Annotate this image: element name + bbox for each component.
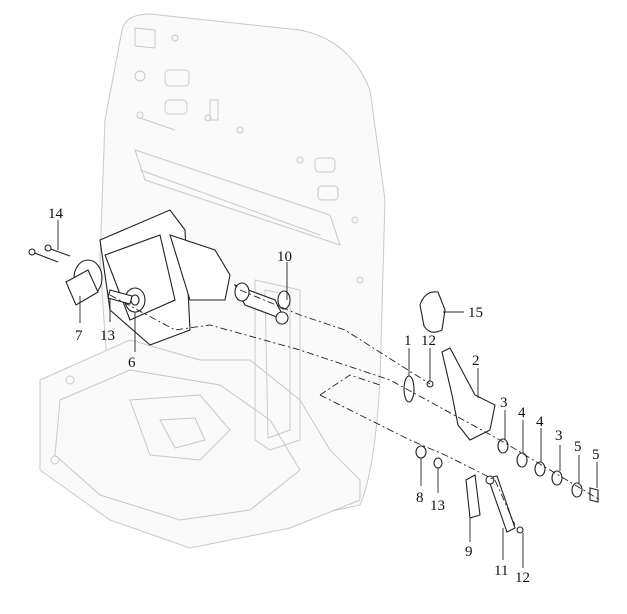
- left-mechanism: [28, 209, 231, 346]
- callout-13: 13: [100, 328, 115, 344]
- callout-8: 8: [416, 490, 424, 506]
- callout-1: 1: [404, 333, 412, 349]
- callout-4: 4: [518, 405, 526, 421]
- callout-6: 6: [128, 355, 136, 371]
- callout-3: 3: [555, 428, 563, 444]
- callout-5: 5: [592, 447, 600, 463]
- callout-9: 9: [465, 544, 473, 560]
- callout-7: 7: [75, 328, 83, 344]
- pivot-assembly: [233, 282, 291, 325]
- callout-4: 4: [536, 414, 544, 430]
- callout-14: 14: [48, 206, 64, 222]
- callout-15: 15: [468, 305, 483, 321]
- callout-labels: 1 2 3 4 4 3 5 5 6 7 8 9 10 11 12 12 13 1…: [48, 206, 600, 586]
- callout-12: 12: [421, 333, 436, 349]
- callout-3: 3: [500, 395, 508, 411]
- exploded-parts: [403, 291, 599, 534]
- leader-lines: [57, 220, 598, 568]
- seat-frame-ghost: [39, 13, 386, 549]
- callout-13: 13: [430, 498, 445, 514]
- assembly-axes: [109, 289, 601, 526]
- callout-12: 12: [515, 570, 530, 586]
- callout-5: 5: [574, 439, 582, 455]
- callout-2: 2: [472, 353, 480, 369]
- callout-10: 10: [277, 249, 292, 265]
- callout-11: 11: [494, 563, 508, 579]
